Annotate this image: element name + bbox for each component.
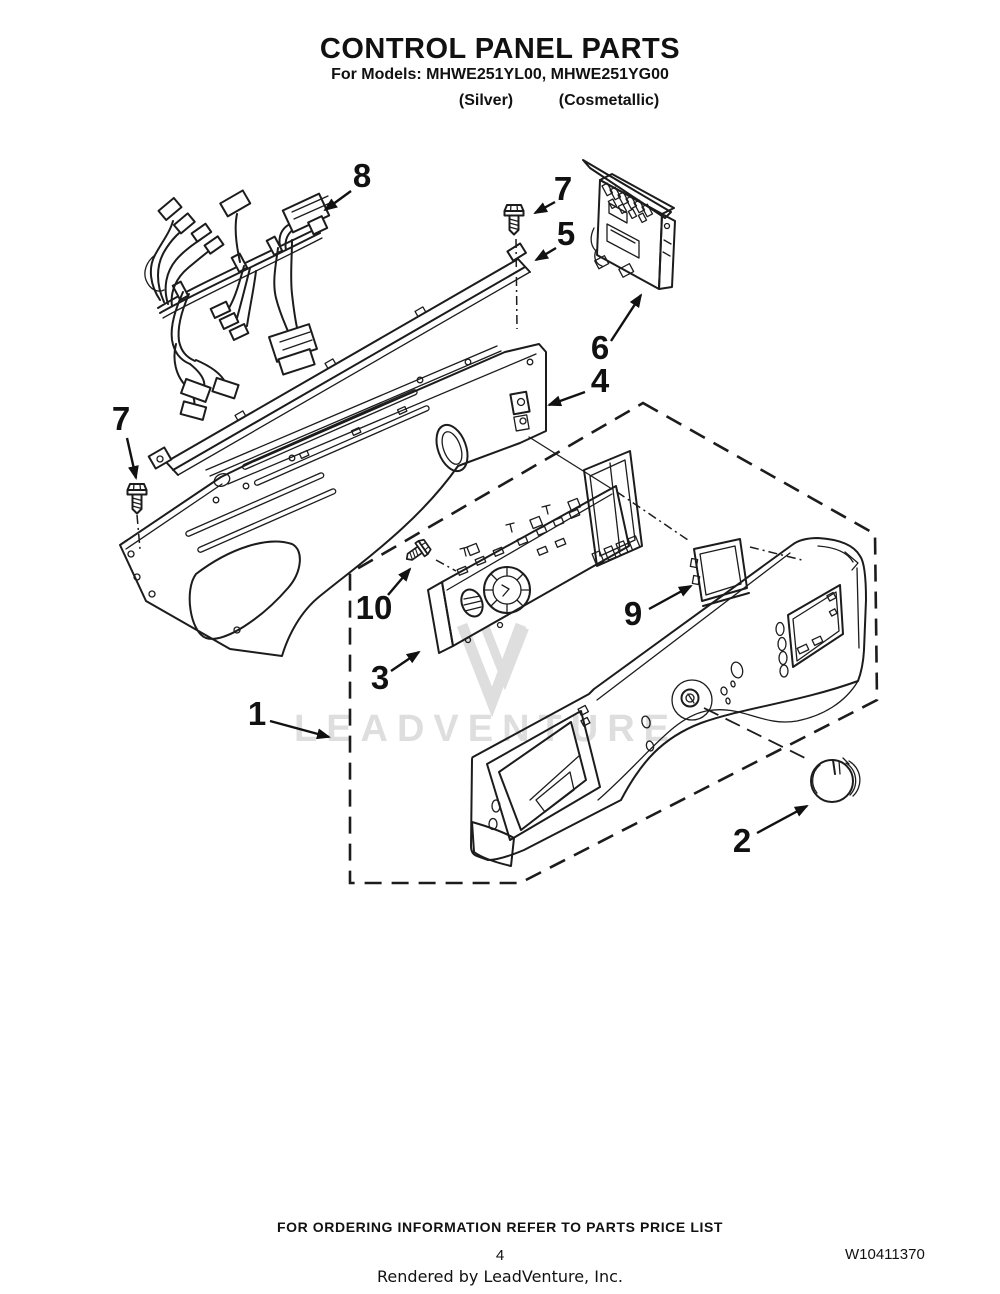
ui-board-part [427, 450, 643, 654]
callout-arrow-1 [269, 719, 331, 740]
page-title: CONTROL PANEL PARTS [319, 33, 681, 65]
callout-label-8: 8 [353, 157, 371, 194]
display-lens-part [689, 538, 750, 607]
trim-strip-part [147, 242, 531, 476]
callout-arrow-6 [609, 293, 643, 342]
control-panel-part [470, 537, 867, 867]
watermark-text: LEADVENTURE [294, 708, 678, 750]
callout-arrow-5 [534, 246, 557, 262]
callout-label-10: 10 [356, 589, 393, 626]
callout-label-6: 6 [591, 329, 609, 366]
callout-label-4: 4 [591, 362, 610, 399]
document-number: W10411370 [845, 1246, 925, 1263]
finish-label-silver: (Silver) [458, 92, 514, 109]
page-number: 4 [495, 1247, 505, 1264]
screw-10 [401, 537, 433, 567]
callout-label-3: 3 [371, 659, 389, 696]
callout-label-7: 7 [554, 170, 572, 207]
callout-layer: 8 7 5 64 7 10 3 9 1 2 [112, 157, 809, 859]
finish-label-cosmetallic: (Cosmetallic) [558, 92, 660, 109]
models-line: For Models: MHWE251YL00, MHWE251YG00 [331, 66, 669, 83]
screw-7-left [126, 483, 148, 515]
callout-label-2: 2 [733, 822, 751, 859]
knob-part [810, 757, 861, 803]
callout-arrow-7 [125, 437, 139, 480]
callout-label-1: 1 [248, 695, 266, 732]
callout-arrow-4 [547, 390, 586, 407]
callout-label-9: 9 [624, 595, 642, 632]
mounting-bracket-part [119, 343, 547, 657]
callout-label-5: 5 [557, 215, 575, 252]
wire-harness-part [144, 189, 331, 421]
callout-arrow-8 [323, 190, 352, 212]
control-board-part [582, 159, 676, 290]
callout-arrow-10 [387, 567, 412, 596]
callout-arrow-3 [390, 650, 421, 672]
callout-arrow-9 [648, 584, 693, 611]
leadventure-watermark: LEADVENTURE [294, 622, 678, 750]
screw-7-top [503, 204, 525, 236]
callout-arrow-2 [756, 804, 809, 835]
ordering-note: FOR ORDERING INFORMATION REFER TO PARTS … [276, 1219, 724, 1235]
callout-arrow-7 [533, 200, 556, 215]
callout-label-7: 7 [112, 400, 130, 437]
rendered-by: Rendered by LeadVenture, Inc. [377, 1267, 623, 1286]
